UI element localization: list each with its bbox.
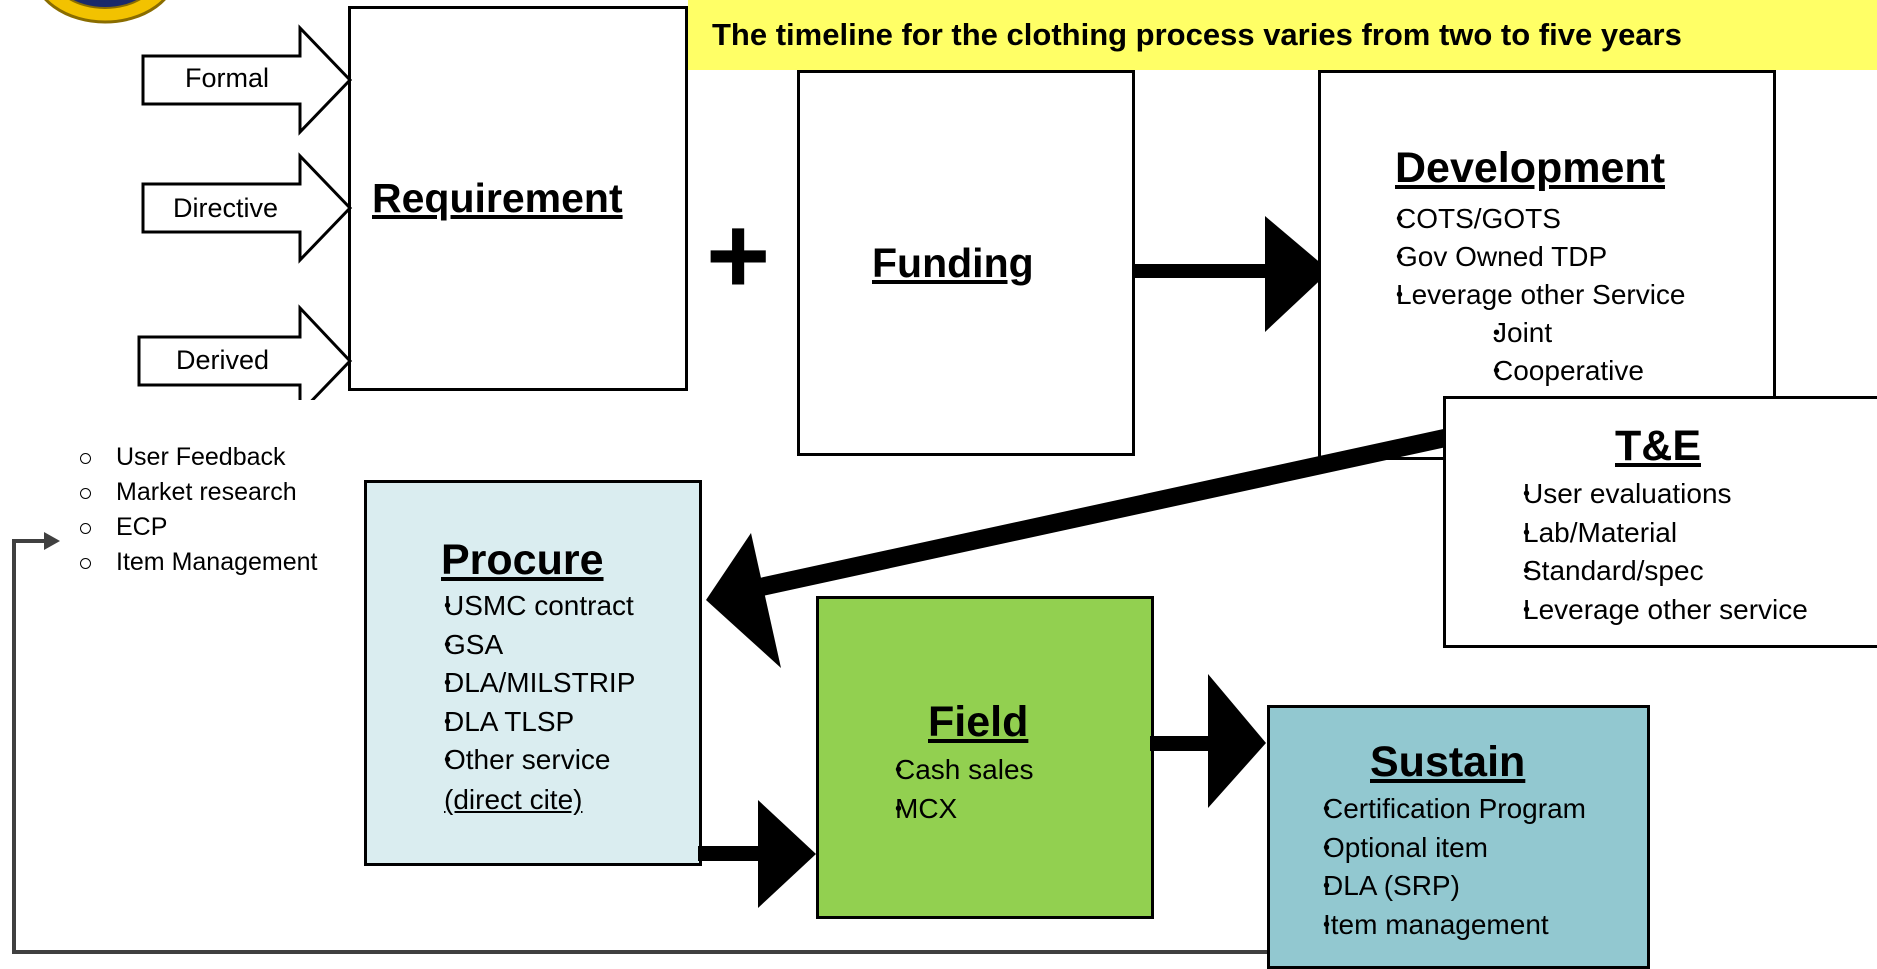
feedback-item: Market research: [78, 475, 318, 510]
usmc-seal-logo: ITERS MAR: [44, 0, 166, 24]
derived-label: Derived: [176, 345, 270, 375]
dev-subitem: Cooperative: [1333, 352, 1686, 390]
field-list: Cash sales MCX: [833, 751, 1034, 828]
svg-text:ITERS MAR: ITERS MAR: [81, 0, 129, 4]
sustain-item: Optional item: [1283, 829, 1586, 868]
formal-arrow: [141, 24, 353, 136]
procure-item: DLA TLSP: [380, 703, 635, 742]
dev-item: Leverage other Service: [1333, 276, 1686, 314]
procure-list: USMC contract GSA DLA/MILSTRIP DLA TLSP …: [380, 587, 635, 780]
field-title: Field: [928, 698, 1029, 746]
directive-arrow: [141, 152, 353, 264]
development-title: Development: [1395, 144, 1666, 192]
feedback-item: ECP: [78, 510, 318, 545]
development-list: COTS/GOTS Gov Owned TDP Leverage other S…: [1333, 200, 1686, 390]
timeline-banner: The timeline for the clothing process va…: [688, 0, 1877, 70]
requirement-box: [348, 6, 688, 391]
requirement-title: Requirement: [372, 175, 623, 221]
field-to-sustain-arrow: [1150, 674, 1266, 808]
procure-note: (direct cite): [444, 784, 583, 815]
te-item: Leverage other service: [1458, 591, 1808, 630]
procure-to-field-arrow: [698, 800, 816, 908]
directive-label: Directive: [173, 193, 279, 223]
procure-item: USMC contract: [380, 587, 635, 626]
formal-label: Formal: [185, 63, 270, 93]
field-item: MCX: [833, 790, 1034, 829]
te-item: User evaluations: [1458, 475, 1808, 514]
te-list: User evaluations Lab/Material Standard/s…: [1458, 475, 1808, 629]
field-item: Cash sales: [833, 751, 1034, 790]
input-arrows: [137, 24, 353, 400]
funding-box: [797, 70, 1135, 456]
procure-title: Procure: [441, 536, 604, 584]
te-item: Standard/spec: [1458, 552, 1808, 591]
procure-item: Other service: [380, 741, 635, 780]
te-item: Lab/Material: [1458, 514, 1808, 553]
sustain-item: DLA (SRP): [1283, 867, 1586, 906]
plus-sign: +: [706, 194, 771, 317]
dev-subitem: Joint: [1333, 314, 1686, 352]
feedback-list: User Feedback Market research ECP Item M…: [78, 440, 318, 580]
procure-item: GSA: [380, 626, 635, 665]
derived-arrow: [137, 304, 353, 400]
feedback-item: User Feedback: [78, 440, 318, 475]
dev-item: COTS/GOTS: [1333, 200, 1686, 238]
te-title: T&E: [1615, 422, 1701, 470]
sustain-list: Certification Program Optional item DLA …: [1283, 790, 1586, 944]
sustain-title: Sustain: [1370, 738, 1526, 786]
dev-item: Gov Owned TDP: [1333, 238, 1686, 276]
funding-title: Funding: [872, 240, 1034, 286]
sustain-item: Certification Program: [1283, 790, 1586, 829]
sustain-item: Item management: [1283, 906, 1586, 945]
procure-item: DLA/MILSTRIP: [380, 664, 635, 703]
feedback-item: Item Management: [78, 545, 318, 580]
funding-to-development-arrow: [1135, 216, 1330, 332]
